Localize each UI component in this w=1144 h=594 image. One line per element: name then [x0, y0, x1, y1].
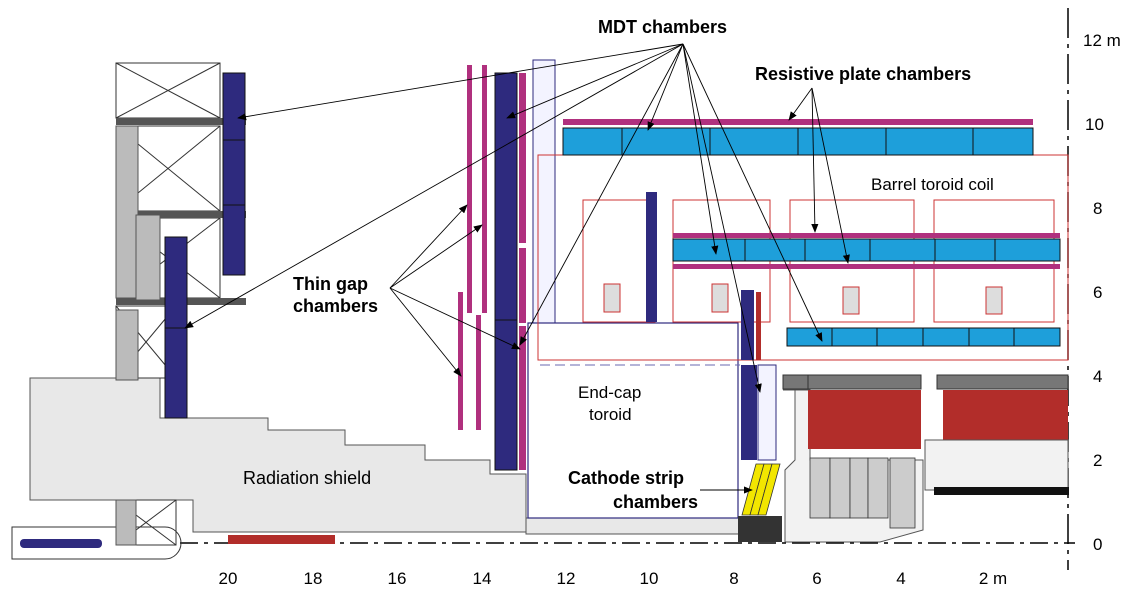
rpc-barrel-middle-lower: [673, 264, 1060, 269]
mdt-inner-endcap-upper: [741, 290, 754, 360]
x-tick-16: 16: [388, 569, 407, 588]
mdt-barrel-middle: [672, 238, 1061, 262]
tgc-3: [458, 292, 463, 430]
calorimeter-top-mid: [807, 374, 922, 390]
y-tick-0: 0: [1093, 535, 1102, 554]
y-tick-6: 6: [1093, 283, 1102, 302]
inner-grey-region: [924, 439, 1069, 491]
barrel-calo-red-1: [808, 390, 921, 449]
endcap-toroid: [527, 322, 739, 519]
beam-pipe: [11, 526, 182, 560]
y-tick-4: 4: [1093, 367, 1102, 386]
beam-pipe-core: [20, 539, 102, 548]
forward-red-block: [228, 535, 335, 544]
label-mdt-chambers: MDT chambers: [598, 17, 727, 37]
radiation-shield: [29, 377, 527, 533]
tgc-4: [476, 315, 481, 430]
x-tick-10: 10: [640, 569, 659, 588]
calorimeter-top-left: [782, 374, 809, 390]
y-tick-12m: 12 m: [1083, 31, 1121, 50]
x-tick-20: 20: [219, 569, 238, 588]
tower-beam-1: [116, 118, 246, 125]
mdt-inner-endcap-lower: [741, 365, 757, 460]
label-radiation-shield: Radiation shield: [243, 468, 371, 488]
y-tick-10: 10: [1085, 115, 1104, 134]
mdt-outer-endcap: [222, 72, 246, 276]
tower-column-2: [135, 214, 161, 301]
x-tick-8: 8: [729, 569, 738, 588]
calorimeter-top-right: [936, 374, 1069, 390]
label-cathode-strip-line2: chambers: [613, 492, 698, 512]
barrel-calo-red-2: [943, 390, 1068, 449]
x-tick-6: 6: [812, 569, 821, 588]
shield-base-block: [525, 517, 740, 535]
rpc-endcap-strip-low: [519, 326, 526, 470]
inner-black-bar: [934, 487, 1069, 495]
y-tick-8: 8: [1093, 199, 1102, 218]
y-tick-2: 2: [1093, 451, 1102, 470]
rpc-barrel-outer: [563, 119, 1033, 125]
rpc-barrel-middle-upper: [673, 233, 1060, 238]
tower-beam-2: [116, 211, 246, 218]
rpc-endcap-strip-upper: [519, 73, 526, 243]
label-cathode-strip-line1: Cathode strip: [568, 468, 684, 488]
label-thin-gap-line2: chambers: [293, 296, 378, 316]
rpc-inner-endcap: [756, 292, 761, 360]
x-tick-2m: 2 m: [979, 569, 1007, 588]
tower-column-1: [115, 125, 139, 299]
mdt-endcap-small: [646, 192, 657, 322]
label-barrel-toroid-coil: Barrel toroid coil: [871, 175, 994, 194]
x-axis-ticks: 20 18 16 14 12 10 8 6 4 2 m: [219, 569, 1008, 588]
label-endcap-toroid-line2: toroid: [589, 405, 632, 424]
label-resistive-plate-chambers: Resistive plate chambers: [755, 64, 971, 84]
rpc-endcap-strip-mid: [519, 248, 526, 323]
csc-support-block: [738, 516, 782, 542]
mdt-leader-lines: [184, 43, 823, 393]
tgc-2: [482, 65, 487, 313]
tower-column-3: [115, 309, 139, 381]
tower-column-4: [115, 499, 137, 546]
inner-light-box: [757, 364, 777, 461]
label-endcap-toroid-line1: End-cap: [578, 383, 641, 402]
x-tick-18: 18: [304, 569, 323, 588]
x-tick-12: 12: [557, 569, 576, 588]
tgc-1: [467, 65, 472, 313]
y-axis-ticks: 12 m 10 8 6 4 2 0: [1083, 31, 1121, 554]
label-thin-gap-line1: Thin gap: [293, 274, 368, 294]
mdt-middle-endcap: [494, 72, 518, 471]
cathode-strip-chambers: [741, 463, 781, 516]
mdt-light-column: [532, 59, 556, 326]
rpc-leader-lines: [788, 87, 850, 264]
x-tick-14: 14: [473, 569, 492, 588]
tgc-leader-lines: [389, 204, 521, 377]
x-tick-4: 4: [896, 569, 905, 588]
